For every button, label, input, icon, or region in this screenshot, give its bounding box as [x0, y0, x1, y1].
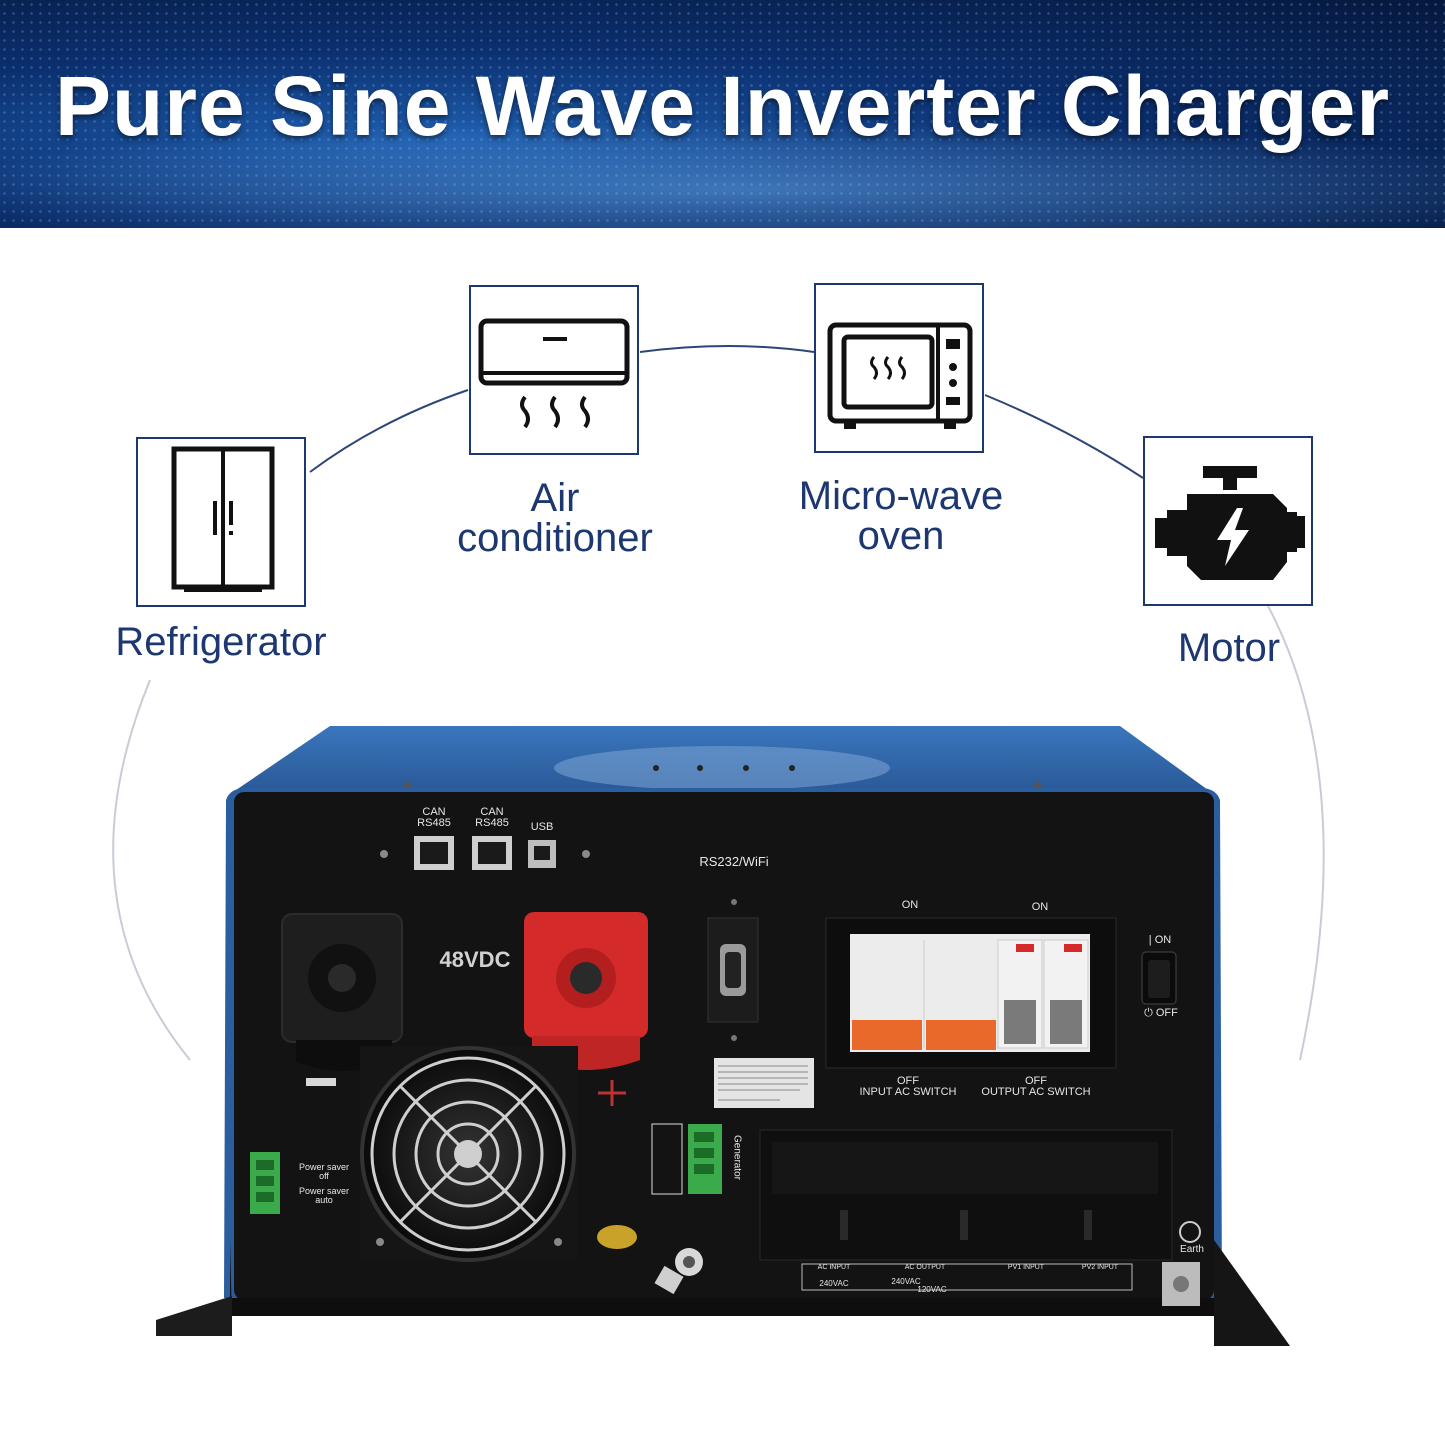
- terminal-pv2: PV2 INPUT: [1081, 1264, 1119, 1271]
- banner-glow: [0, 120, 1445, 228]
- input-switch-label: OFF INPUT AC SWITCH: [848, 1076, 968, 1098]
- microwave-label-line2: oven: [857, 514, 945, 558]
- generator-label: Generator: [731, 1134, 743, 1181]
- power-off-text: OFF: [1155, 1007, 1178, 1019]
- refrigerator-card: [136, 437, 306, 607]
- can1-line2: RS485: [417, 817, 451, 829]
- microwave-icon: [827, 322, 973, 429]
- output-switch-label: OFF OUTPUT AC SWITCH: [976, 1076, 1096, 1098]
- can1-line1: CAN: [422, 806, 446, 818]
- microwave-card: [814, 283, 984, 453]
- usb-label: USB: [530, 821, 554, 833]
- motor-icon: [1155, 466, 1305, 580]
- input-switch-name: INPUT AC SWITCH: [859, 1086, 957, 1098]
- power-on-text: ON: [1154, 934, 1172, 946]
- microwave-label-line1: Micro-wave: [798, 474, 1004, 518]
- breaker-on-1: ON: [901, 899, 919, 911]
- refrigerator-icon: [171, 446, 275, 592]
- earth-label: Earth: [1180, 1244, 1204, 1255]
- can2-label: CAN RS485: [472, 807, 512, 829]
- air-conditioner-card: [469, 285, 639, 455]
- output-switch-name: OUTPUT AC SWITCH: [981, 1086, 1091, 1098]
- terminal-ac-input: AC INPUT: [817, 1264, 851, 1271]
- air-conditioner-label-line2: conditioner: [457, 516, 653, 560]
- power-saver-auto-line1: Power saver: [298, 1186, 350, 1196]
- terminal-pv1: PV1 INPUT: [1007, 1264, 1045, 1271]
- power-off-label: ⏻ OFF: [1144, 1007, 1178, 1019]
- power-saver-auto-label: Power saver auto: [292, 1187, 356, 1205]
- header-banner: Pure Sine Wave Inverter Charger: [0, 0, 1445, 228]
- air-conditioner-label: Air conditioner: [430, 478, 680, 558]
- rs232-label: RS232/WiFi: [699, 854, 769, 869]
- microwave-label: Micro-wave oven: [776, 476, 1026, 556]
- output-switch-off: OFF: [1025, 1075, 1047, 1087]
- refrigerator-label: Refrigerator: [115, 620, 327, 664]
- motor-label: Motor: [1177, 626, 1281, 670]
- air-conditioner-label-line1: Air: [530, 476, 580, 520]
- terminal-ac-output: AC OUTPUT: [904, 1264, 946, 1271]
- banner-pattern: [0, 0, 1445, 228]
- voltage-label: 48VDC: [439, 947, 511, 972]
- input-switch-off: OFF: [897, 1075, 919, 1087]
- power-on-label: | ON: [1148, 934, 1172, 946]
- can2-line2: RS485: [475, 817, 509, 829]
- page-title: Pure Sine Wave Inverter Charger: [54, 59, 1391, 153]
- terminal-sub-1: 240VAC: [819, 1279, 849, 1288]
- power-saver-auto-line2: auto: [315, 1195, 333, 1205]
- air-conditioner-icon: [478, 318, 630, 429]
- can1-label: CAN RS485: [414, 807, 454, 829]
- can2-line1: CAN: [480, 806, 504, 818]
- terminal-sub-3: 120VAC: [917, 1285, 947, 1294]
- terminal-sub-2: 240VAC: [891, 1277, 921, 1286]
- power-saver-off-line2: off: [319, 1171, 329, 1181]
- breaker-on-2: ON: [1031, 901, 1049, 913]
- power-saver-off-line1: Power saver: [298, 1162, 350, 1172]
- power-saver-off-label: Power saver off: [292, 1163, 356, 1181]
- motor-card: [1143, 436, 1313, 606]
